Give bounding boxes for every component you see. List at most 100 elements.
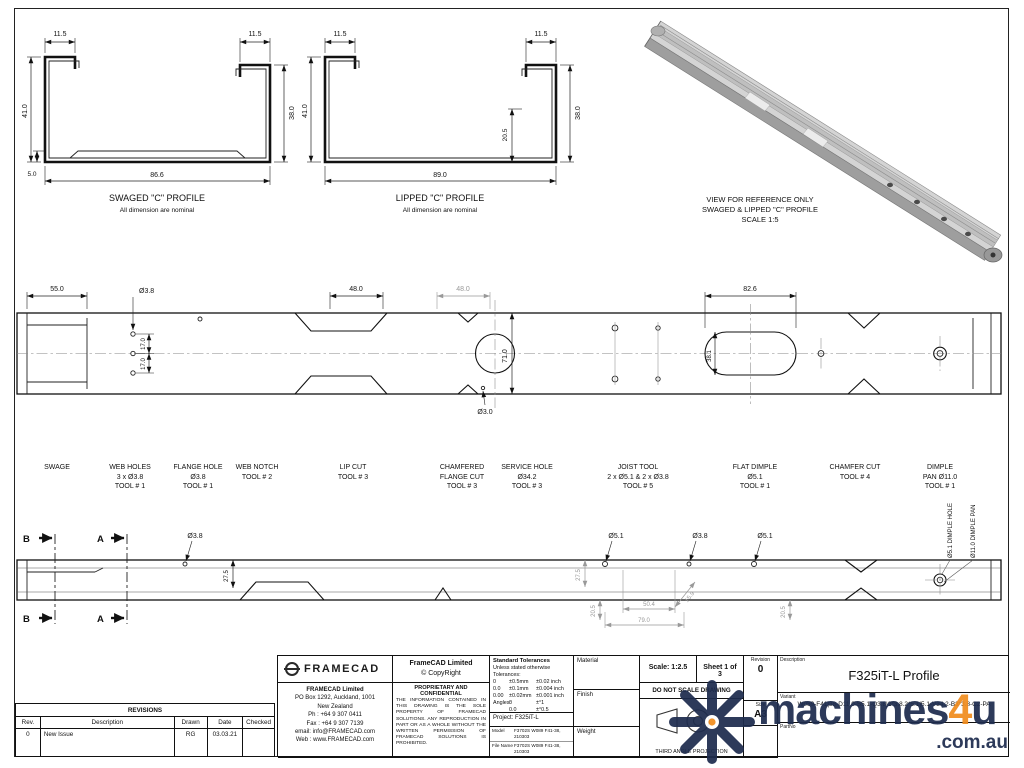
plan-view: 55.0 Ø3.8 17.0 17.0 48.0 48.0 <box>16 286 1002 416</box>
no-scale-cell: DO NOT SCALE DRAWING <box>640 683 744 699</box>
dim-label: Ø3.8 <box>692 533 707 540</box>
revision-checked <box>243 729 274 756</box>
feature-line: TOOL # 2 <box>241 473 273 481</box>
tolerances-label: Tolerances: <box>493 672 521 678</box>
project-value: Project: F325iT-L <box>493 715 539 721</box>
dim-label: 15.9 <box>684 590 696 603</box>
scale-value: Scale: 1:2.5 <box>648 664 688 671</box>
variant-value: W089-F41|38-D11.0-S5.1-Q3.8|2*3.8.2*5.1|… <box>797 701 991 708</box>
copyright-company: FrameCAD Limited <box>409 660 473 667</box>
feature-line: CHAMFERED <box>439 464 485 471</box>
dim-label: 20.5 <box>502 128 509 141</box>
tolerance-row: 0.00±0.02mm±0.001 inch <box>493 693 570 700</box>
weight-cell: Weight <box>574 727 640 758</box>
angle-value: 0 <box>509 700 512 706</box>
copyright-notice: © CopyRight <box>421 670 461 677</box>
description-cell: Description F325iT-L Profile <box>778 656 1010 693</box>
company-name: FRAMECAD Limited <box>306 687 364 693</box>
company-address-line: New Zealand <box>317 703 353 710</box>
tol-value: 0.00 <box>493 693 504 699</box>
tol-inch: ±0.004 inch <box>536 686 564 692</box>
material-cell: Material <box>574 656 640 690</box>
size-cell: Size A3 <box>744 701 778 726</box>
iso-note-1: VIEW FOR REFERENCE ONLY <box>706 195 813 204</box>
angle-tol: ±°0.5 <box>536 707 549 713</box>
feature-line: WEB HOLES <box>109 464 151 471</box>
empty-cell <box>744 726 778 758</box>
tol-mm: ±0.5mm <box>509 679 529 685</box>
variant-label: Variant <box>780 694 796 700</box>
dim-label: 38.0 <box>289 106 296 120</box>
angle-value: 0.0 <box>509 707 517 713</box>
sheet-cell: Sheet 1 of 3 <box>697 656 744 683</box>
revisions-header-date: Date <box>208 717 244 728</box>
revisions-header-checked: Checked <box>246 719 272 726</box>
tol-value: 0 <box>493 679 496 685</box>
feature-line: Ø5.1 <box>747 473 763 481</box>
projection-label: THIRD ANGLE PROJECTION <box>655 749 728 755</box>
feature-line: SWAGE <box>44 464 70 471</box>
feature-line: TOOL # 3 <box>511 483 543 490</box>
dim-label: Ø3.8 <box>187 533 202 540</box>
revisions-table: REVISIONS Rev. Description Drawn Date Ch… <box>15 703 275 757</box>
dim-label: 38.0 <box>575 106 582 120</box>
revision-drawn: RG <box>175 729 208 756</box>
feature-line: FLANGE CUT <box>439 473 485 481</box>
dim-label: 27.5 <box>224 570 230 582</box>
section-letter-a: A <box>97 534 104 545</box>
tol-mm: ±0.02mm <box>509 693 532 699</box>
logo-cell: FRAMECAD <box>278 656 393 683</box>
tol-value: 0.0 <box>493 686 501 692</box>
weight-label: Weight <box>577 729 596 735</box>
side-view: B B A A Ø3.8 27.5 Ø5.1 Ø3.8 Ø5.1 27.5 20… <box>16 503 1002 628</box>
tolerances-title: Standard Tolerances <box>493 658 550 664</box>
feature-line: TOOL # 1 <box>924 483 956 490</box>
feature-line: CHAMFER CUT <box>829 464 881 471</box>
partno-cell: PartNo <box>778 723 1010 758</box>
dim-label: 86.6 <box>150 172 164 179</box>
feature-label-swage: SWAGE <box>2 463 112 473</box>
revision-cell: Revision 0 <box>744 656 778 701</box>
revision-row: 0 New Issue RG 03.03.21 <box>16 729 274 756</box>
file-label: File Name <box>492 743 513 748</box>
plan-view-drawing: 55.0 Ø3.8 17.0 17.0 48.0 48.0 <box>16 286 1002 416</box>
revision-label: Revision <box>750 657 771 663</box>
framecad-logo-text: FRAMECAD <box>304 663 380 675</box>
proprietary-cell: PROPRIETARY AND CONFIDENTIAL THE INFORMA… <box>393 683 490 758</box>
scale-cell: Scale: 1:2.5 <box>640 656 697 683</box>
dim-label: 50.4 <box>643 602 655 608</box>
feature-line: DIMPLE <box>926 464 954 471</box>
dim-label: 82.6 <box>743 286 757 293</box>
dim-label: 11.5 <box>534 31 547 38</box>
section-letter-b: B <box>23 534 30 545</box>
iso-note-2: SWAGED & LIPPED "C" PROFILE <box>702 205 818 214</box>
revision-rev: 0 <box>16 729 41 756</box>
feature-line: WEB NOTCH <box>235 464 279 471</box>
feature-line: Ø3.8 <box>190 473 206 481</box>
company-address-line: PO Box 1292, Auckland, 1001 <box>294 695 376 702</box>
dim-label: Ø3.0 <box>477 409 492 416</box>
angles-label: Angles: <box>493 700 511 706</box>
dimple-pan-label: Ø11.0 DIMPLE PAN <box>971 505 977 558</box>
iso-note-3: SCALE 1:5 <box>741 215 778 224</box>
variant-cell: Variant W089-F41|38-D11.0-S5.1-Q3.8|2*3.… <box>778 693 1010 723</box>
iso-beam-render <box>644 20 1003 263</box>
revisions-header-description: Description <box>41 717 175 728</box>
model-value: F3702S W089 F41-38, 210303 <box>514 728 561 739</box>
revision-value: 0 <box>757 664 764 675</box>
feature-line: JOIST TOOL <box>617 464 659 471</box>
company-fax: Fax : +64 9 307 7139 <box>306 720 364 727</box>
size-label: Size <box>755 702 766 708</box>
lipped-profile-drawing: 11.5 11.5 41.0 38.0 20.5 89.0 LIPPED "C"… <box>302 31 582 214</box>
feature-line: TOOL # 1 <box>182 483 214 490</box>
partno-label: PartNo <box>780 724 796 730</box>
dimple-hole-label: Ø5.1 DIMPLE HOLE <box>948 503 954 558</box>
tolerances-subtitle: Unless stated otherwise <box>493 665 551 671</box>
framecad-logo-icon <box>284 662 300 676</box>
feature-line: PAN Ø11.0 <box>922 473 958 481</box>
